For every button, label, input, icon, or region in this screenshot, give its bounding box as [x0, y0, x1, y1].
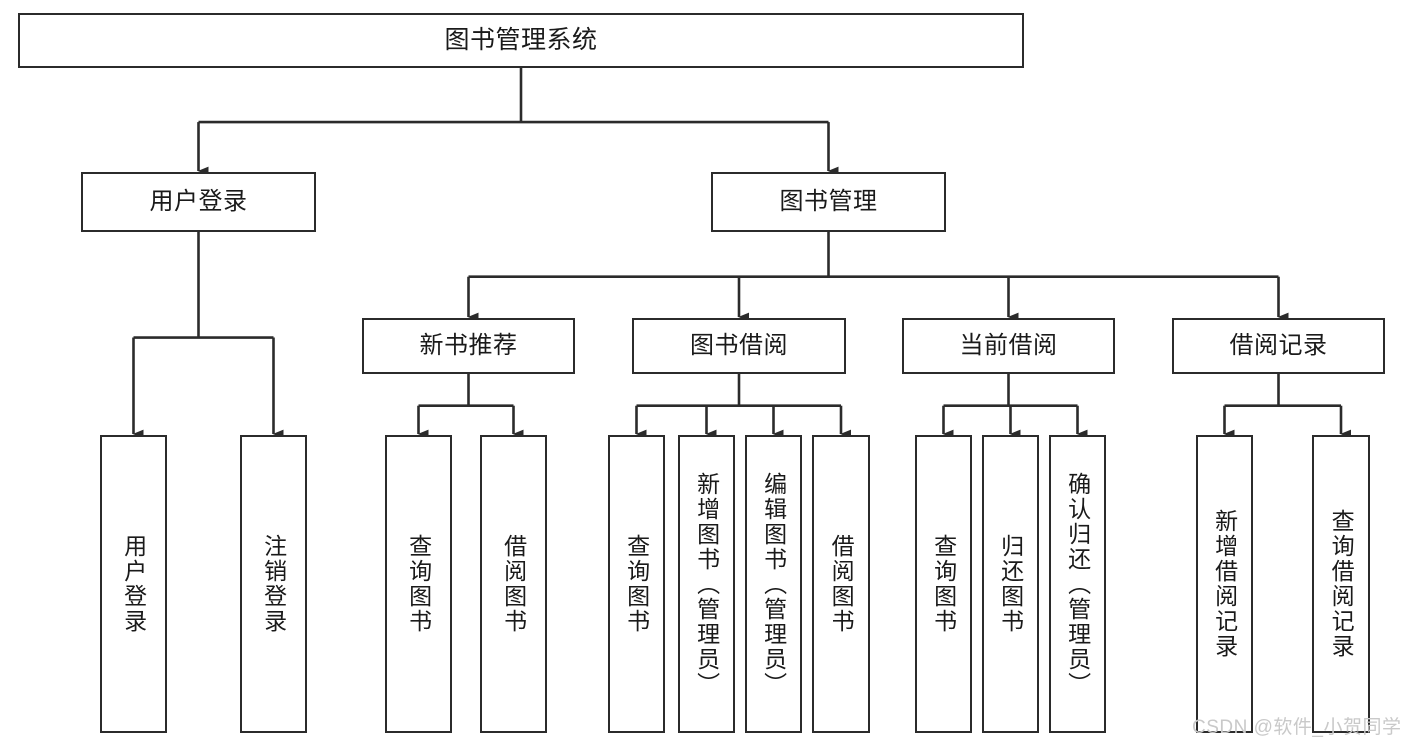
leaf-confirm-return[interactable]: 确认归还（管理员） [1049, 435, 1106, 733]
node-root-label: 图书管理系统 [444, 25, 598, 54]
leaf-edit-book-label: 编辑图书（管理员） [760, 471, 787, 697]
leaf-add-book-label: 新增图书（管理员） [693, 471, 720, 697]
node-root[interactable]: 图书管理系统 [18, 13, 1024, 68]
node-new-book-recommend[interactable]: 新书推荐 [362, 318, 575, 374]
leaf-query-book-borrow[interactable]: 查询图书 [608, 435, 665, 733]
leaf-add-borrow-record-label: 新增借阅记录 [1211, 509, 1238, 659]
node-book-borrow-label: 图书借阅 [690, 331, 788, 359]
leaf-return-book-label: 归还图书 [997, 534, 1024, 634]
leaf-borrow-book-recommend[interactable]: 借阅图书 [480, 435, 547, 733]
leaf-borrow-book-label: 借阅图书 [828, 534, 855, 634]
leaf-query-book-recommend[interactable]: 查询图书 [385, 435, 452, 733]
node-user-login-label: 用户登录 [149, 187, 248, 215]
leaf-confirm-return-label: 确认归还（管理员） [1064, 471, 1091, 697]
leaf-query-book-borrow-label: 查询图书 [623, 534, 650, 634]
leaf-borrow-book[interactable]: 借阅图书 [812, 435, 870, 733]
leaf-logout-label: 注销登录 [260, 534, 287, 634]
leaf-logout[interactable]: 注销登录 [240, 435, 307, 733]
leaf-query-book-current-label: 查询图书 [930, 534, 957, 634]
node-user-login[interactable]: 用户登录 [81, 172, 316, 232]
leaf-add-borrow-record[interactable]: 新增借阅记录 [1196, 435, 1253, 733]
leaf-query-borrow-record-label: 查询借阅记录 [1328, 509, 1355, 659]
leaf-user-login-label: 用户登录 [120, 534, 147, 634]
leaf-query-book-recommend-label: 查询图书 [405, 534, 432, 634]
leaf-edit-book[interactable]: 编辑图书（管理员） [745, 435, 802, 733]
leaf-borrow-book-recommend-label: 借阅图书 [500, 534, 527, 634]
node-new-book-recommend-label: 新书推荐 [419, 331, 518, 359]
leaf-user-login[interactable]: 用户登录 [100, 435, 167, 733]
leaf-query-book-current[interactable]: 查询图书 [915, 435, 972, 733]
node-current-borrow[interactable]: 当前借阅 [902, 318, 1115, 374]
node-borrow-record[interactable]: 借阅记录 [1172, 318, 1385, 374]
node-borrow-record-label: 借阅记录 [1229, 331, 1328, 359]
csdn-watermark: CSDN @软件_小贺同学 [1192, 717, 1402, 738]
node-book-manage-label: 图书管理 [779, 187, 878, 215]
leaf-query-borrow-record[interactable]: 查询借阅记录 [1312, 435, 1370, 733]
node-book-borrow[interactable]: 图书借阅 [632, 318, 846, 374]
node-book-manage[interactable]: 图书管理 [711, 172, 946, 232]
leaf-add-book[interactable]: 新增图书（管理员） [678, 435, 735, 733]
leaf-return-book[interactable]: 归还图书 [982, 435, 1039, 733]
node-current-borrow-label: 当前借阅 [959, 331, 1058, 359]
